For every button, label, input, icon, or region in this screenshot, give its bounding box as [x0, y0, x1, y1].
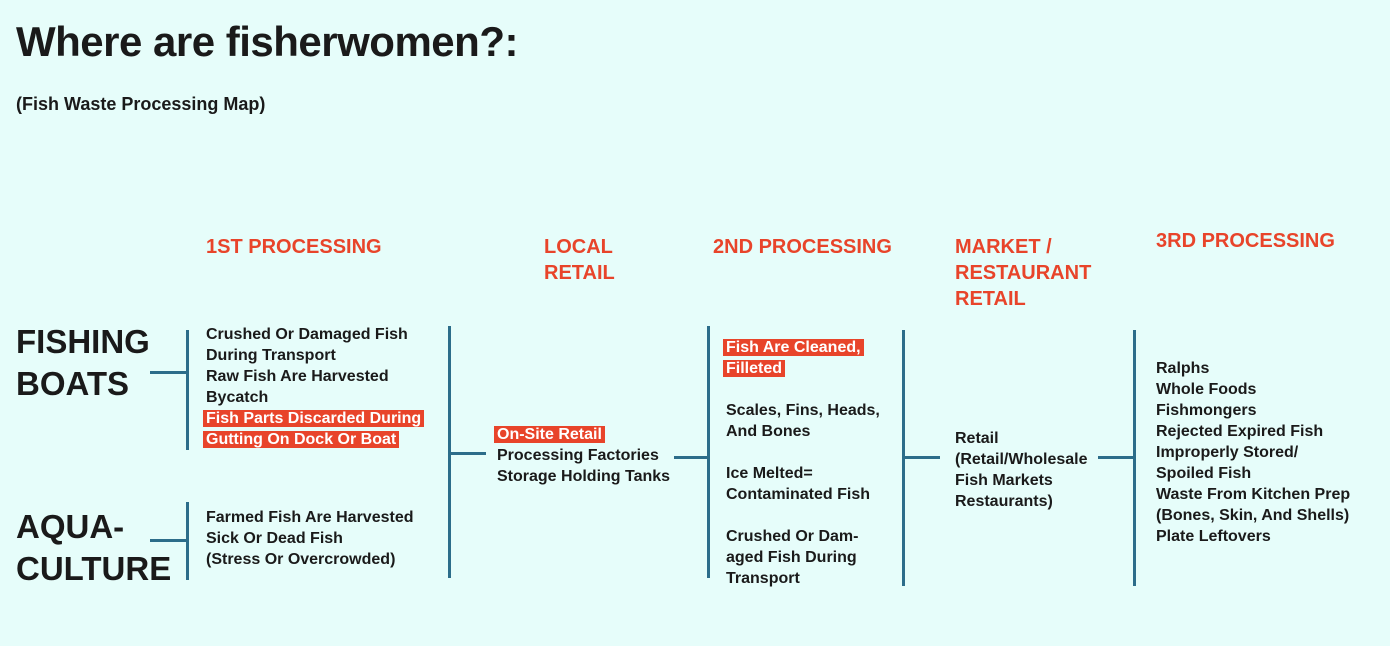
bracket-aqua [186, 502, 189, 580]
stage-heading-2nd-processing: 2ND PROCESSING [713, 236, 892, 258]
list-item: Crushed Or Dam- [726, 528, 859, 545]
list-item: Gutting On Dock Or Boat [203, 429, 424, 450]
list-third-processing: Ralphs Whole Foods Fishmongers Rejected … [1156, 358, 1350, 547]
connector-boats [150, 371, 188, 374]
list-item: Fish Markets [955, 472, 1053, 489]
list-aqua-first-processing: Farmed Fish Are Harvested Sick Or Dead F… [206, 507, 413, 570]
list-spacer [726, 505, 880, 526]
list-item: On-Site Retail [494, 424, 670, 445]
list-local-retail: On-Site Retail Processing Factories Stor… [494, 424, 671, 487]
list-boats-first-processing: Crushed Or Damaged Fish During Transport… [203, 324, 425, 450]
list-item: Rejected Expired Fish [1156, 423, 1324, 440]
page-subtitle: (Fish Waste Processing Map) [16, 94, 266, 114]
list-item: Spoiled Fish [1156, 465, 1252, 482]
list-item: Plate Leftovers [1156, 528, 1271, 545]
list-item: Sick Or Dead Fish [206, 530, 343, 547]
list-item: Restaurants) [955, 493, 1053, 510]
list-item: Crushed Or Damaged Fish [206, 326, 408, 343]
list-item: (Stress Or Overcrowded) [206, 551, 396, 568]
connector-local-second [674, 456, 708, 459]
list-item: Retail [955, 430, 999, 447]
list-item: And Bones [726, 423, 811, 440]
stage-heading-3rd-processing: 3RD PROCESSING [1156, 230, 1335, 252]
list-item: Farmed Fish Are Harvested [206, 509, 414, 526]
source-aquaculture: AQUA- CULTURE [16, 508, 172, 587]
list-item: Raw Fish Are Harvested [206, 368, 389, 385]
list-second-processing: Fish Are Cleaned, Filleted Scales, Fins,… [723, 337, 880, 589]
list-item: Waste From Kitchen Prep [1156, 486, 1351, 503]
stage-heading-market-restaurant-retail: MARKET / RESTAURANT RETAIL [955, 236, 1092, 310]
list-item: Storage Holding Tanks [497, 468, 671, 485]
connector-first-local [448, 452, 486, 455]
list-item: Ice Melted= [726, 465, 813, 482]
list-item: Improperly Stored/ [1156, 444, 1299, 461]
list-spacer [726, 442, 880, 463]
list-item: (Bones, Skin, And Shells) [1156, 507, 1350, 524]
stage-heading-1st-processing: 1ST PROCESSING [206, 236, 382, 258]
list-item: Filleted [723, 358, 880, 379]
list-item: (Retail/Wholesale [955, 451, 1088, 468]
divider-second-start [707, 326, 710, 578]
page-title: Where are fisherwomen?: [16, 18, 518, 65]
source-fishing-boats: FISHING BOATS [16, 323, 150, 402]
stage-heading-local-retail: LOCAL RETAIL [544, 236, 615, 284]
list-item: Whole Foods [1156, 381, 1257, 398]
list-item: Scales, Fins, Heads, [726, 402, 880, 419]
list-item: Fish Are Cleaned, [723, 337, 880, 358]
connector-second-market [902, 456, 940, 459]
list-item: Fishmongers [1156, 402, 1257, 419]
divider-third [1133, 330, 1136, 586]
list-item: During Transport [206, 347, 336, 364]
list-item: Processing Factories [497, 447, 659, 464]
list-item: Ralphs [1156, 360, 1210, 377]
list-market-restaurant-retail: Retail (Retail/Wholesale Fish Markets Re… [955, 428, 1087, 512]
list-item: Fish Parts Discarded During [203, 408, 425, 429]
list-item: Transport [726, 570, 800, 587]
list-item: aged Fish During [726, 549, 857, 566]
list-item: Bycatch [206, 389, 269, 406]
list-spacer [726, 379, 880, 400]
list-item: Contaminated Fish [726, 486, 871, 503]
connector-market-third [1098, 456, 1136, 459]
connector-aqua [150, 539, 188, 542]
bracket-boats [186, 330, 189, 450]
